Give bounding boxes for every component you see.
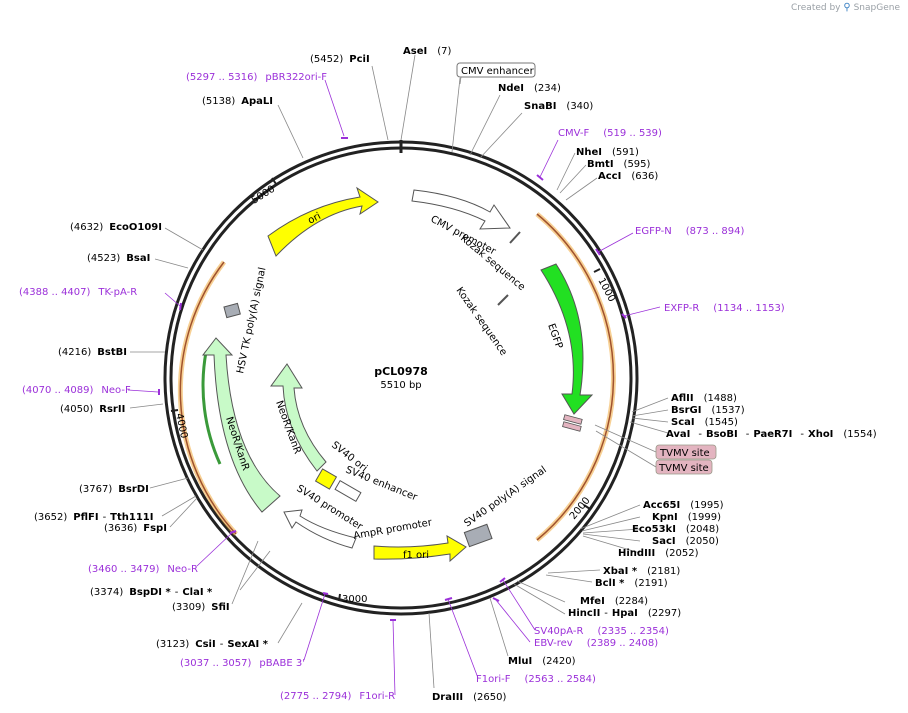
primer-site-marks xyxy=(158,137,627,621)
plasmid-length: 5510 bp xyxy=(380,380,421,391)
enzyme-leader-lines xyxy=(129,54,669,689)
plasmid-name: pCL0978 xyxy=(374,365,428,378)
label-kozak-1: Kozak sequence xyxy=(458,233,527,293)
primer-pbr322ori-f[interactable]: (5297 .. 5316)pBR322ori-F xyxy=(186,72,327,83)
enzyme-bstbi[interactable]: (4216)BstBI xyxy=(58,347,127,358)
tvmv-label-box-2 xyxy=(655,459,713,475)
enzyme-rsrii[interactable]: (4050)RsrII xyxy=(60,404,125,415)
feature-hsv-tk-box[interactable] xyxy=(223,302,241,319)
primer-leader-lines xyxy=(127,79,661,696)
label-tvmv-1: TVMV site xyxy=(659,448,710,459)
primer-ebv-rev[interactable]: EBV-rev(2389 .. 2408) xyxy=(534,638,658,649)
enzyme-mfei[interactable]: MfeI(2284) xyxy=(580,596,648,607)
green-arc-left xyxy=(201,351,222,465)
label-cmv-enhancer: CMV enhancer xyxy=(461,66,535,77)
label-f1-ori: f1 ori xyxy=(403,550,429,561)
enzyme-kpni[interactable]: KpnI(1999) xyxy=(652,512,721,523)
enzyme-nhei[interactable]: NheI(591) xyxy=(576,147,639,158)
enzyme-ecoo109i[interactable]: (4632)EcoO109I xyxy=(70,222,162,233)
enzyme-acc65i[interactable]: Acc65I(1995) xyxy=(643,500,724,511)
enzyme-sexai-group[interactable]: (3123)CsiI-SexAI * xyxy=(156,639,269,650)
enzyme-bcli[interactable]: BclI *(2191) xyxy=(595,578,668,589)
primer-exfp-r[interactable]: EXFP-R(1134 .. 1153) xyxy=(664,303,785,314)
label-tvmv-2: TVMV site xyxy=(658,463,709,474)
enzyme-hindiii[interactable]: HindIII(2052) xyxy=(618,548,699,559)
feature-egfp-arrow[interactable] xyxy=(540,263,594,415)
enzyme-acci[interactable]: AccI(636) xyxy=(598,171,658,182)
primer-f1ori-f[interactable]: F1ori-F(2563 .. 2584) xyxy=(476,674,596,685)
backbone-inner-ring xyxy=(169,146,633,610)
enzyme-bsrgi[interactable]: BsrGI(1537) xyxy=(671,405,745,416)
kozak-mark-2 xyxy=(497,294,509,306)
kozak-mark-1 xyxy=(509,231,521,244)
label-kozak-2: Kozak sequence xyxy=(454,285,509,357)
feature-ampr-promoter-arrow[interactable] xyxy=(283,509,357,549)
backbone-outer-ring xyxy=(163,140,639,616)
enzyme-xhoi-group[interactable]: AvaI-BsoBI-PaeR7I-XhoI(1554) xyxy=(666,429,877,440)
enzyme-scai[interactable]: ScaI(1545) xyxy=(671,417,738,428)
snapgene-logo-icon: ⚲ xyxy=(843,2,851,13)
brand-name: SnapGene xyxy=(853,3,900,13)
primer-egfp-n[interactable]: EGFP-N(873 .. 894) xyxy=(635,226,745,237)
primer-cmv-f[interactable]: CMV-F(519 .. 539) xyxy=(558,128,662,139)
enzyme-ndei[interactable]: NdeI(234) xyxy=(498,83,561,94)
enzyme-bmti[interactable]: BmtI(595) xyxy=(587,159,651,170)
tick-2000 xyxy=(583,504,591,510)
feature-cmv-promoter-arrow[interactable] xyxy=(411,189,511,230)
enzyme-eco53ki[interactable]: Eco53kI(2048) xyxy=(632,524,719,535)
label-sv40-pa: SV40 poly(A) signal xyxy=(462,464,548,529)
primer-tk-pa-r[interactable]: (4388 .. 4407)TK-pA-R xyxy=(19,287,137,298)
cmv-enhancer-label-box xyxy=(456,62,536,78)
enzyme-bsai[interactable]: (4523)BsaI xyxy=(87,253,150,264)
tick-5000 xyxy=(271,177,277,185)
enzyme-draiii[interactable]: DraIII(2650) xyxy=(432,692,507,703)
orange-arc-left-core xyxy=(179,261,237,535)
primer-pbabe-3[interactable]: (3037 .. 3057)pBABE 3' xyxy=(180,658,305,669)
primer-neo-f[interactable]: (4070 .. 4089)Neo-F xyxy=(22,385,131,396)
feature-sv40-pa-box[interactable] xyxy=(463,523,493,548)
enzyme-xbai[interactable]: XbaI *(2181) xyxy=(603,566,680,577)
enzyme-bsrdi[interactable]: (3767)BsrDI xyxy=(79,484,149,495)
feature-neor-inner-arrow[interactable] xyxy=(270,363,327,472)
label-egfp: EGFP xyxy=(545,322,564,350)
snapgene-brand: Created by ⚲ SnapGene xyxy=(791,2,900,13)
enzyme-aflii[interactable]: AflII(1488) xyxy=(671,393,737,404)
enzyme-fspi[interactable]: (3636)FspI xyxy=(104,523,167,534)
primer-labels: (5297 .. 5316)pBR322ori-F CMV-F(519 .. 5… xyxy=(19,72,785,702)
tvmv-mark-2 xyxy=(562,421,582,432)
orange-arc-right-core xyxy=(536,213,615,541)
primer-sv40pa-r[interactable]: SV40pA-R(2335 .. 2354) xyxy=(534,626,669,637)
tvmv-label-box-1 xyxy=(655,444,717,460)
tvmv-mark-1 xyxy=(563,414,583,425)
enzyme-saci[interactable]: SacI(2050) xyxy=(652,536,719,547)
enzyme-asei[interactable]: AseI(7) xyxy=(403,46,451,57)
feature-ori-arrow[interactable] xyxy=(267,186,379,257)
enzyme-labels: AseI(7) (5452)PciI NdeI(234) SnaBI(340) … xyxy=(34,46,877,703)
label-hsv-tk: HSV TK poly(A) signal xyxy=(235,266,268,374)
feature-neor-outer-arrow[interactable] xyxy=(201,337,281,513)
enzyme-apali[interactable]: (5138)ApaLI xyxy=(202,96,273,107)
enzyme-snabi[interactable]: SnaBI(340) xyxy=(524,101,593,112)
primer-f1ori-r[interactable]: (2775 .. 2794)F1ori-R xyxy=(280,691,395,702)
enzyme-clai-group[interactable]: (3374)BspDI *-ClaI * xyxy=(90,587,213,598)
created-by-text: Created by xyxy=(790,3,841,13)
label-ampr-promoter: AmpR promoter xyxy=(353,517,434,542)
enzyme-pflfi-group[interactable]: (3652)PflFI-Tth111I xyxy=(34,512,154,523)
tick-4000 xyxy=(170,409,179,412)
feature-sv40-ori-box[interactable] xyxy=(314,468,338,490)
tick-label-3000: 3000 xyxy=(342,594,367,605)
feature-sv40-enhancer-box[interactable] xyxy=(334,479,362,503)
enzyme-pcii[interactable]: (5452)PciI xyxy=(310,54,370,65)
enzyme-sfii[interactable]: (3309)SfiI xyxy=(172,602,230,613)
enzyme-mlui[interactable]: MluI(2420) xyxy=(508,656,576,667)
tick-3000 xyxy=(338,593,341,602)
feature-f1-ori-arrow[interactable] xyxy=(373,535,467,563)
tick-1000 xyxy=(593,268,601,273)
tick-label-4000: 4000 xyxy=(173,412,189,439)
primer-neo-r[interactable]: (3460 .. 3479)Neo-R xyxy=(88,564,198,575)
label-ori: ori xyxy=(306,211,323,227)
enzyme-hpai-group[interactable]: HincII-HpaI(2297) xyxy=(568,608,681,619)
